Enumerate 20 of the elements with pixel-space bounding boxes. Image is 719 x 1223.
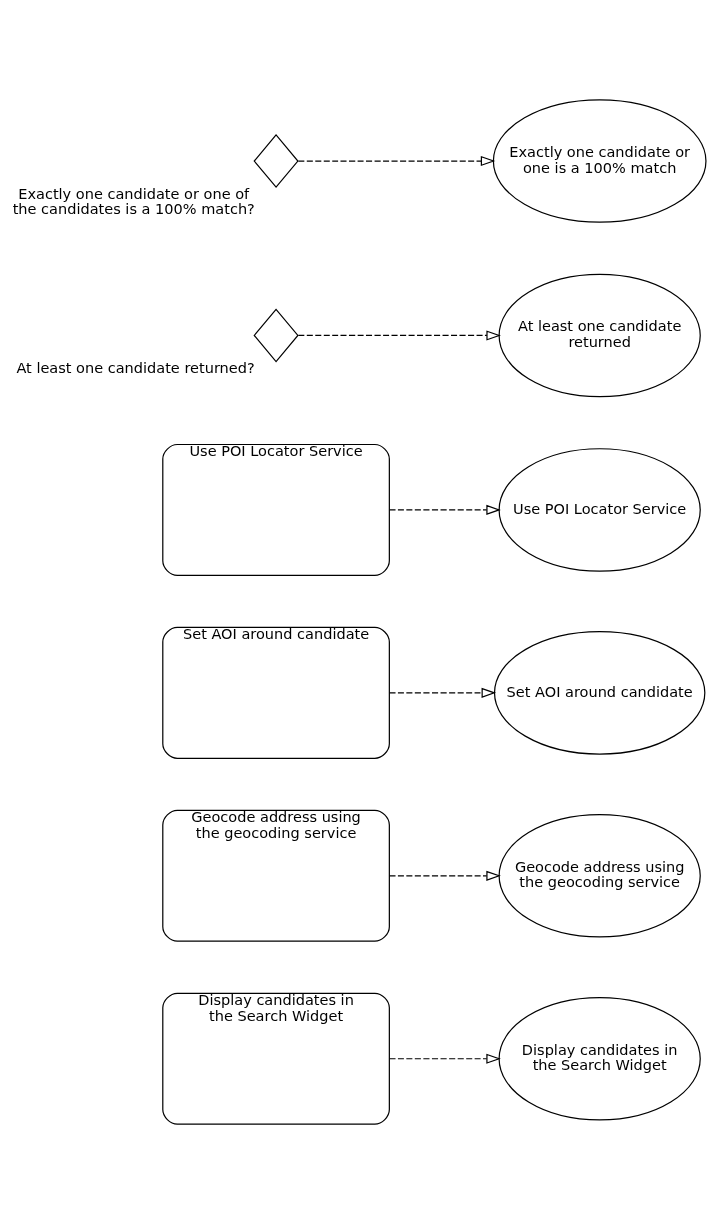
- node-box: Geocode address using the geocoding service: [162, 809, 390, 942]
- node-ellipse: Use POI Locator Service: [498, 447, 701, 572]
- arrow: [389, 870, 501, 881]
- node-box: Set AOI around candidate: [162, 626, 390, 759]
- node-box: Use POI Locator Service: [162, 443, 390, 576]
- node-ellipse: Display candidates in the Search Widget: [498, 996, 701, 1120]
- node-label: Exactly one candidate or one of the candidates is a 100% match?: [12, 185, 255, 217]
- node-label: At least one candidate returned?: [16, 359, 255, 376]
- node-ellipse: Geocode address using the geocoding service: [498, 813, 701, 938]
- node-diamond: [253, 308, 299, 362]
- node-box: Display candidates in the Search Widget: [162, 992, 390, 1125]
- arrow: [389, 687, 497, 698]
- node-ellipse: Set AOI around candidate: [493, 630, 706, 755]
- node-ellipse: Exactly one candidate or one is a 100% match: [492, 98, 707, 223]
- arrow: [389, 1053, 501, 1064]
- arrow: [297, 155, 496, 166]
- node-diamond: [253, 133, 299, 188]
- node-ellipse: At least one candidate returned: [498, 273, 701, 397]
- arrow: [389, 504, 501, 515]
- arrow: [297, 329, 501, 341]
